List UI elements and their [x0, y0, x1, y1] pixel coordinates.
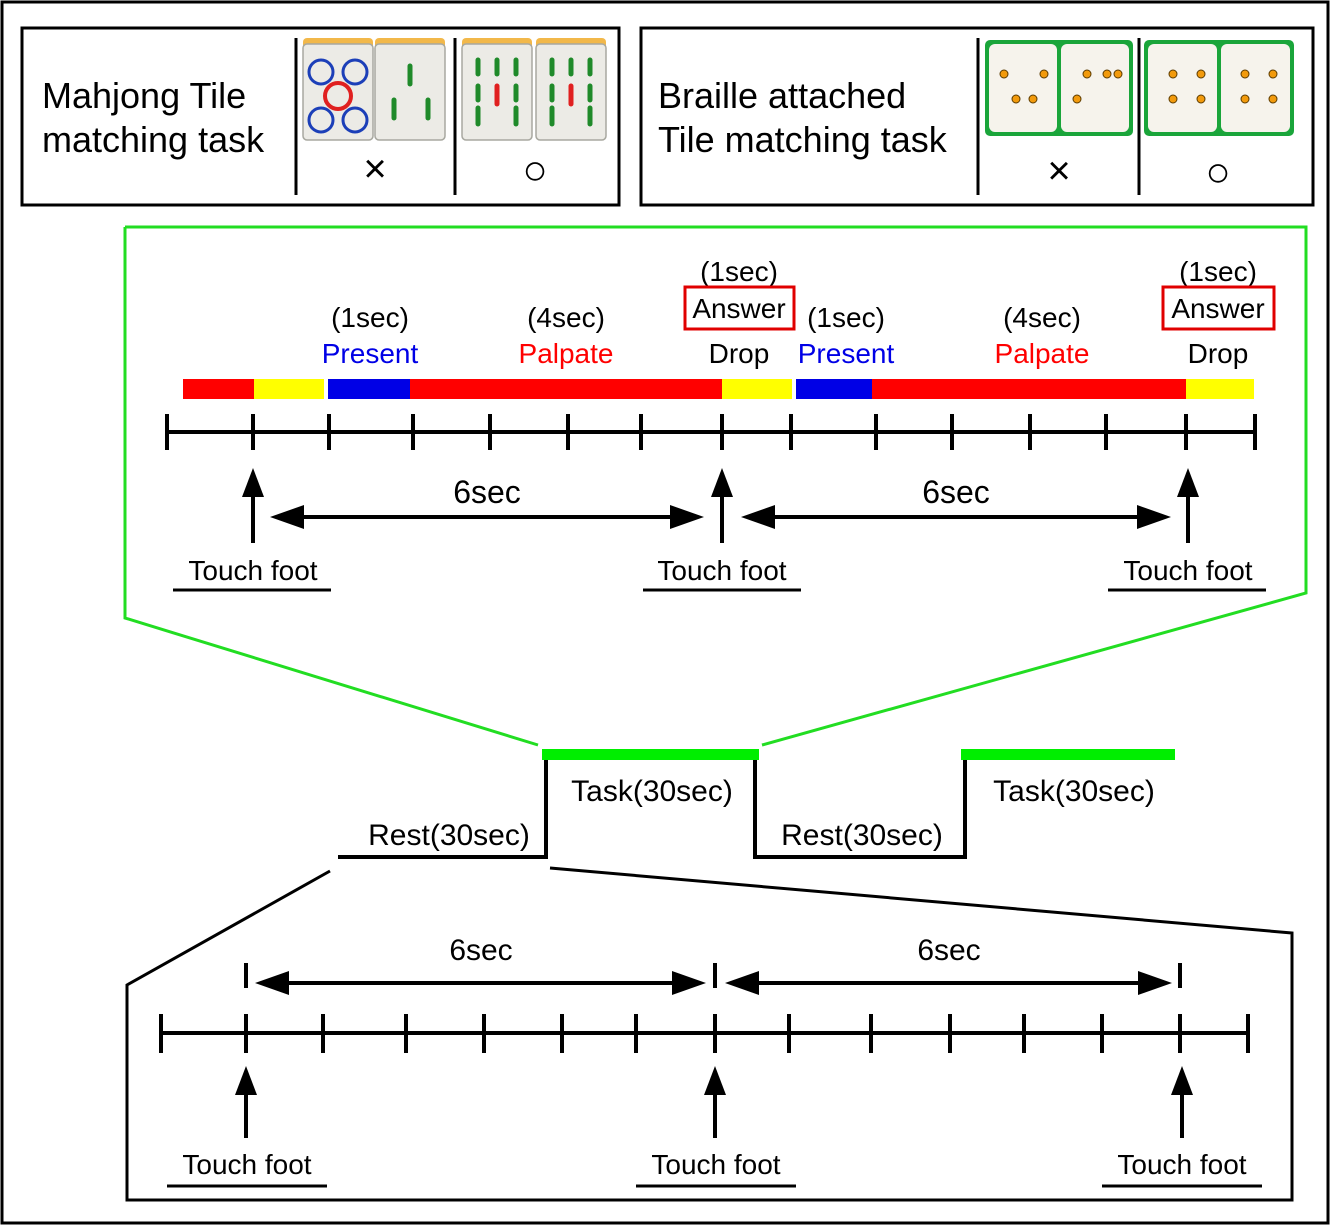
phase-drop-bar [254, 379, 324, 399]
palpate-label: Palpate [995, 338, 1090, 369]
answer-label: Answer [1171, 293, 1264, 324]
drop-label: Drop [1188, 338, 1249, 369]
braille-mismatch-tiles: × [985, 40, 1133, 193]
drop-label: Drop [709, 338, 770, 369]
interval-label: 6sec [453, 474, 521, 510]
braille-match-symbol: ○ [1205, 148, 1230, 195]
touch-arrow-head [242, 468, 264, 497]
mahjong-legend-panel: Mahjong Tile matching task × [20, 26, 621, 207]
interval-arrowhead-right [672, 971, 706, 995]
mahjong-tile-4-pin [302, 43, 374, 141]
mahjong-legend-box [20, 26, 621, 207]
touch-foot-label: Touch foot [1123, 555, 1252, 586]
braille-title-line-2: Tile matching task [658, 119, 948, 160]
braille-legend-panel: Braille attached Tile matching task × [639, 26, 1315, 207]
match-symbol: ○ [522, 146, 547, 193]
task-phase-bar [183, 379, 1254, 399]
braille-mismatch-symbol: × [1047, 149, 1070, 193]
interval-arrowhead-left [255, 971, 289, 995]
touch-foot-label: Touch foot [657, 555, 786, 586]
phase-palpate-bar [410, 379, 722, 399]
mismatch-symbol: × [363, 147, 386, 191]
touch-foot-label: Touch foot [1117, 1149, 1246, 1180]
answer-duration: (1sec) [1179, 256, 1257, 287]
task-block-label: Task(30sec) [571, 775, 733, 808]
mahjong-title-line-2: matching task [42, 119, 265, 160]
mahjong-title-line-1: Mahjong Tile [42, 75, 246, 116]
task-block-marker [961, 749, 1175, 760]
answer-box [683, 285, 796, 331]
task-touch-arrows [242, 468, 1199, 543]
touch-arrow-head [704, 1066, 726, 1095]
touch-arrow-head [711, 468, 733, 497]
interval-arrowhead-right [1137, 505, 1171, 529]
rest-axis-ticks [159, 1014, 1250, 1053]
phase-palpate-bar [872, 379, 1186, 399]
palpate-duration: (4sec) [1003, 302, 1081, 333]
task-block-label: Task(30sec) [993, 775, 1155, 808]
interval-arrowhead-left [725, 971, 759, 995]
answer-duration: (1sec) [700, 256, 778, 287]
present-duration: (1sec) [331, 302, 409, 333]
touch-foot-label: Touch foot [651, 1149, 780, 1180]
present-duration: (1sec) [807, 302, 885, 333]
braille-legend-box [639, 26, 1315, 207]
touch-arrow-head [235, 1066, 257, 1095]
task-zoom-outline [123, 225, 1308, 747]
palpate-label: Palpate [519, 338, 614, 369]
interval-arrowhead-left [270, 505, 304, 529]
braille-match-tiles: ○ [1144, 40, 1294, 195]
task-detail-panel: (1sec) Present (4sec) Palpate (1sec) Ans… [123, 225, 1308, 747]
phase-drop-bar [1186, 379, 1254, 399]
rest-block-label: Rest(30sec) [781, 819, 943, 852]
interval-arrowhead-right [670, 505, 704, 529]
present-label: Present [798, 338, 895, 369]
touch-arrow-head [1171, 1066, 1193, 1095]
interval-arrowhead-left [741, 505, 775, 529]
phase-palpate-bar [183, 379, 254, 399]
block-design: Rest(30sec) Task(30sec) Rest(30sec) Task… [338, 749, 1175, 859]
interval-label: 6sec [449, 934, 512, 967]
task-axis-ticks [165, 414, 1257, 450]
mahjong-match-tiles: ○ [461, 38, 607, 193]
answer-label: Answer [692, 293, 785, 324]
rest-zoom-outline [125, 866, 1294, 1202]
interval-label: 6sec [917, 934, 980, 967]
braille-title-line-1: Braille attached [658, 75, 906, 116]
touch-foot-label: Touch foot [182, 1149, 311, 1180]
touch-arrow-head [1177, 468, 1199, 497]
rest-interval-arrows: 6sec 6sec [255, 934, 1172, 995]
rest-block-label: Rest(30sec) [368, 819, 530, 852]
interval-label: 6sec [922, 474, 990, 510]
phase-present-bar [796, 379, 872, 399]
rest-event-markers [244, 963, 1182, 988]
phase-drop-bar [722, 379, 792, 399]
rest-detail-panel: 6sec 6sec Touch foot Touch foot Touch fo… [125, 866, 1294, 1202]
task-interval-arrows: 6sec 6sec [270, 474, 1171, 529]
mahjong-tile-3-sou [374, 43, 446, 141]
palpate-duration: (4sec) [527, 302, 605, 333]
present-label: Present [322, 338, 419, 369]
braille-tile [1061, 44, 1129, 132]
braille-tile [1221, 44, 1290, 132]
phase-present-bar [328, 379, 410, 399]
answer-box [1161, 285, 1276, 331]
mahjong-mismatch-tiles: × [302, 38, 446, 191]
braille-tile [989, 44, 1057, 132]
braille-tile [1148, 44, 1217, 132]
interval-arrowhead-right [1138, 971, 1172, 995]
task-block-marker [542, 749, 759, 760]
rest-touch-arrows [235, 1066, 1193, 1138]
touch-foot-label: Touch foot [188, 555, 317, 586]
